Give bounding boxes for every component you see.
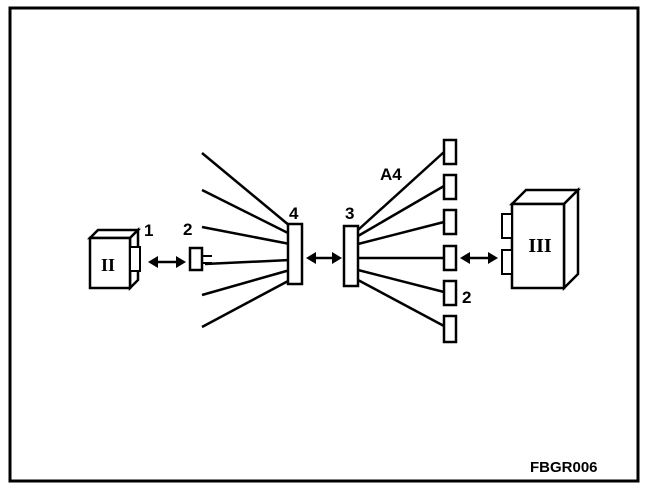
double-arrow-right: [460, 252, 498, 264]
unit-left-numeral: II: [101, 255, 115, 275]
label-unit-left: 1: [144, 221, 153, 240]
connector-left: [188, 246, 212, 272]
connector-a4-2: [442, 173, 458, 201]
connector-a4-5: [442, 279, 458, 307]
unit-right-numeral: III: [528, 235, 552, 257]
unit-left: II: [86, 226, 142, 292]
label-harness-left: 4: [289, 204, 299, 223]
figure-code: FBGR006: [530, 459, 598, 476]
connector-a4-6: [442, 314, 458, 344]
double-arrow-center: [306, 252, 342, 264]
label-connector-group: A4: [380, 165, 402, 184]
connector-a4-3: [442, 208, 458, 236]
harness-right-wires: [357, 151, 445, 328]
connector-stack: [442, 138, 458, 344]
harness-right-connector: [342, 224, 360, 288]
label-connector-left: 2: [183, 220, 192, 239]
figure-frame: [8, 6, 640, 483]
connector-a4-1: [442, 138, 458, 166]
harness-left-wires: [201, 152, 291, 329]
label-harness-right: 3: [345, 204, 354, 223]
label-connector-right: 2: [462, 288, 471, 307]
harness-left-connector: [286, 222, 304, 286]
double-arrow-left: [148, 256, 186, 268]
unit-right: III: [501, 186, 582, 292]
connector-a4-4: [442, 244, 458, 272]
